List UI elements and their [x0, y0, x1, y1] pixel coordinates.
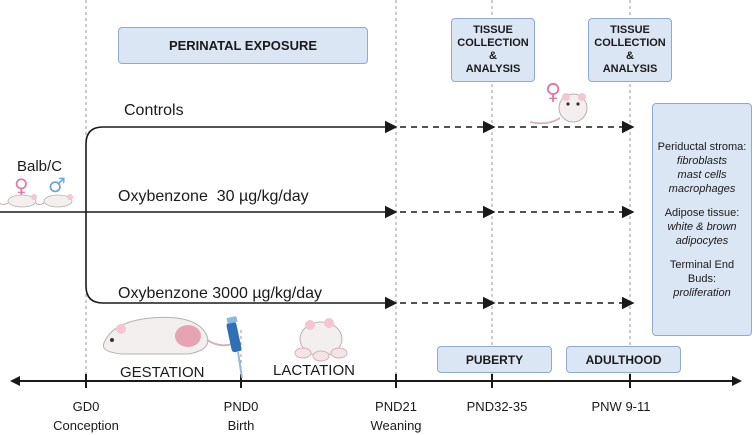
dashed-arrows — [400, 120, 635, 310]
tick-pnd0: PND0 Birth — [223, 399, 259, 433]
high-dose-label: Oxybenzone 3000 µg/kg/day — [118, 285, 323, 302]
adulthood-box: ADULTHOOD — [566, 346, 681, 373]
lactation-label: LACTATION — [273, 362, 355, 379]
mouse-pair-icon: ♀ ♂ — [0, 173, 73, 208]
mother-with-pups-icon — [294, 318, 348, 362]
tick-gd0: GD0 Conception — [53, 399, 119, 433]
branch-lines — [0, 120, 398, 310]
tissue-collection-box-1: TISSUE COLLECTION & ANALYSIS — [451, 18, 535, 82]
strain-label: Balb/C — [17, 158, 63, 175]
tick-pnd21: PND21 Weaning — [370, 399, 422, 433]
teb-section: Terminal End Buds: proliferation — [669, 258, 735, 299]
pipette-icon — [226, 316, 243, 379]
outcomes-panel: Periductal stroma: fibroblasts mast cell… — [652, 103, 752, 336]
tissue-collection-box-2: TISSUE COLLECTION & ANALYSIS — [588, 18, 672, 82]
pregnant-mouse-icon — [102, 316, 233, 355]
stroma-section: Periductal stroma: fibroblasts mast cell… — [657, 140, 747, 195]
adipose-section: Adipose tissue: white & brown adipocytes — [664, 206, 740, 247]
svg-text:♀: ♀ — [14, 174, 29, 198]
female-mouse-icon: ♀ — [529, 80, 588, 125]
low-dose-label: Oxybenzone 30 µg/kg/day — [118, 188, 309, 205]
gestation-label: GESTATION — [120, 364, 205, 381]
controls-label: Controls — [124, 102, 184, 119]
svg-text:♀: ♀ — [545, 80, 561, 105]
svg-text:♂: ♂ — [48, 173, 66, 197]
vertical-guides — [85, 0, 631, 380]
tick-pnw9-11: PNW 9-11 — [591, 399, 651, 414]
tick-pnd32-35: PND32-35 — [466, 399, 528, 414]
timeline-axis — [10, 374, 742, 388]
puberty-box: PUBERTY — [437, 346, 552, 373]
perinatal-exposure-box: PERINATAL EXPOSURE — [118, 27, 368, 64]
